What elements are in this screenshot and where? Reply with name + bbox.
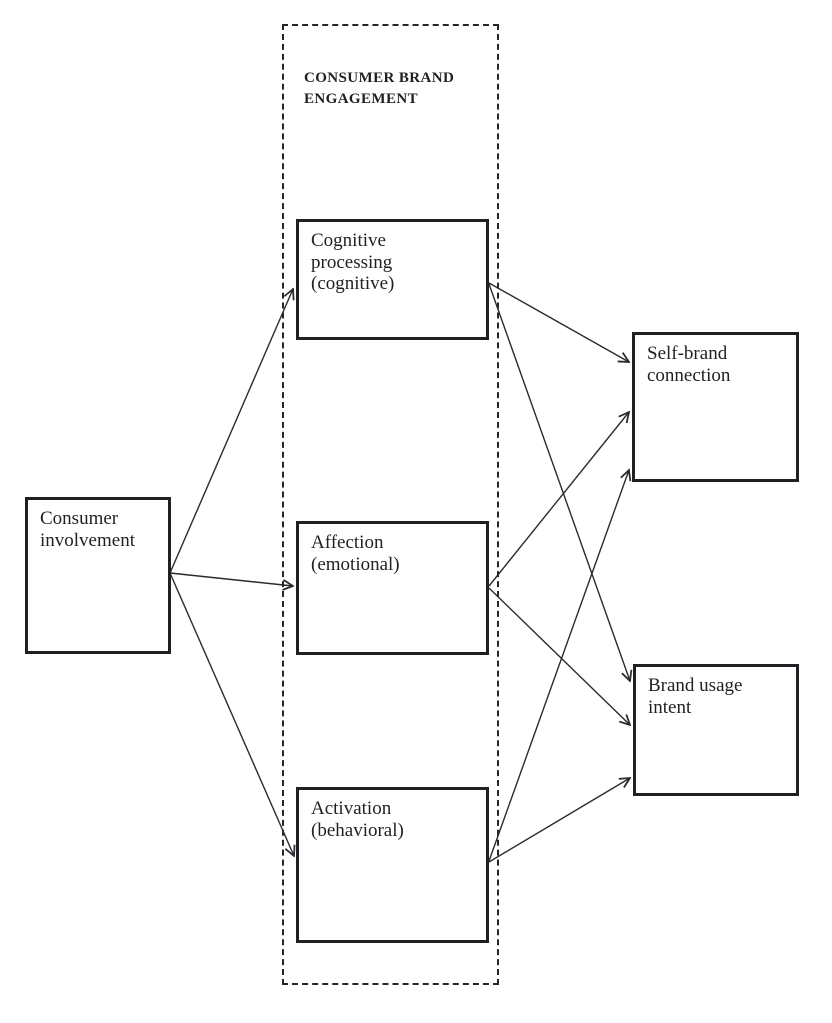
node-consumer-involvement: Consumer involvement: [25, 497, 171, 654]
arrow-consumer-to-activation: [169, 572, 294, 856]
consumer-brand-engagement-container: [282, 24, 499, 985]
node-self-brand-connection: Self-brand connection: [632, 332, 799, 482]
node-activation: Activation (behavioral): [296, 787, 489, 943]
consumer-brand-engagement-title: CONSUMER BRAND ENGAGEMENT: [304, 70, 455, 107]
arrow-affection-to-selfbrand: [488, 412, 629, 587]
arrow-consumer-to-cognitive: [169, 289, 293, 574]
node-cognitive-processing: Cognitive processing (cognitive): [296, 219, 489, 340]
node-brand-usage-intent: Brand usage intent: [633, 664, 799, 796]
arrow-activation-to-brandusage: [488, 778, 630, 863]
arrow-activation-to-selfbrand: [488, 470, 629, 862]
arrow-cognitive-to-selfbrand: [488, 282, 629, 362]
arrow-affection-to-brandusage: [488, 587, 630, 725]
arrow-cognitive-to-brandusage: [488, 283, 630, 681]
node-affection: Affection (emotional): [296, 521, 489, 655]
arrow-consumer-to-affection: [169, 572, 293, 586]
